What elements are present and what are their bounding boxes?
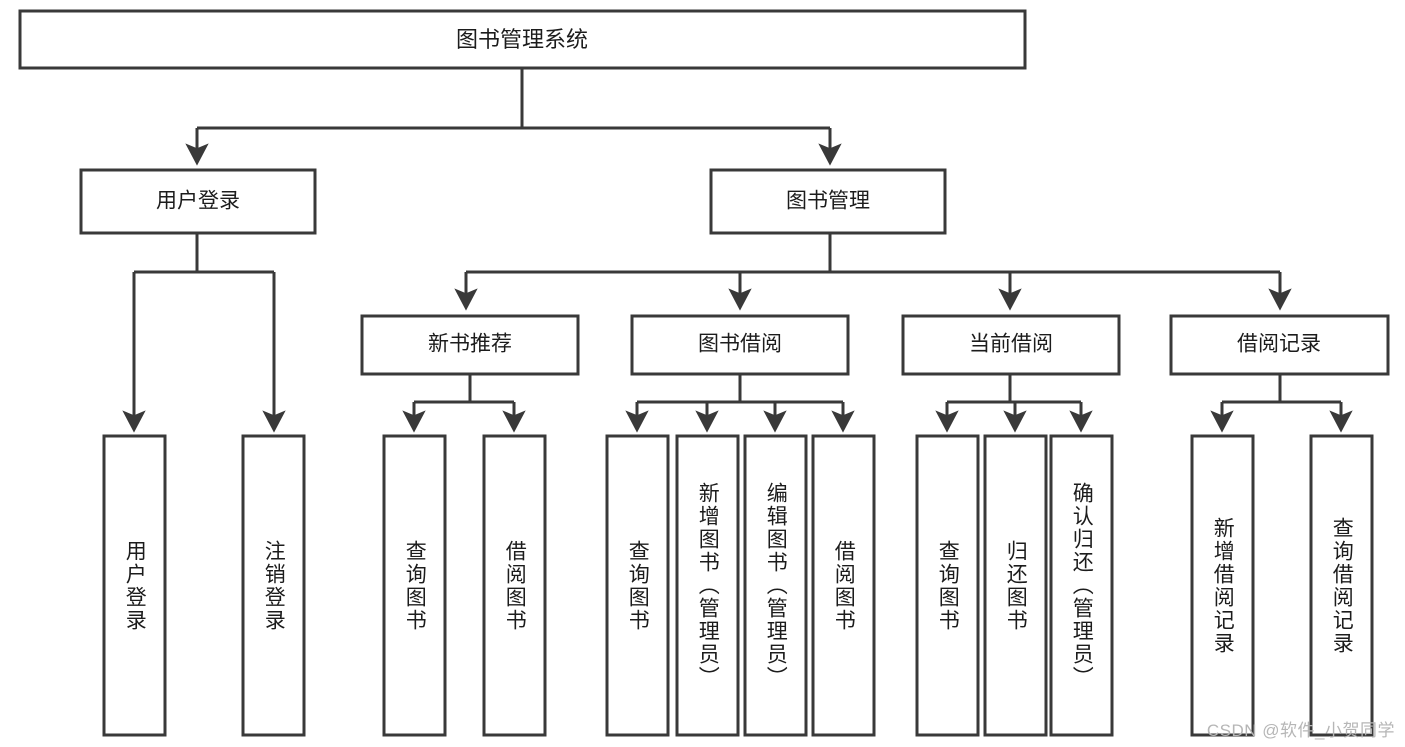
node-book-borrow-box[interactable] bbox=[630, 314, 850, 376]
node-new-book-rec-label: 新书推荐 bbox=[428, 333, 512, 356]
node-leaf-confirm-return-box[interactable] bbox=[1049, 434, 1114, 737]
edge-group bbox=[122, 68, 1353, 433]
node-leaf-query-book-2-box[interactable] bbox=[605, 434, 670, 737]
node-current-borrow-label: 当前借阅 bbox=[969, 333, 1053, 356]
node-user-login-box[interactable] bbox=[79, 168, 317, 235]
node-group: 图书管理系统 用户登录 图书管理 新书推荐 图书借阅 当前借阅 借阅记录 bbox=[18, 9, 1390, 737]
node-leaf-edit-book-box[interactable] bbox=[743, 434, 808, 737]
node-current-borrow-box[interactable] bbox=[901, 314, 1121, 376]
node-book-borrow-label: 图书借阅 bbox=[698, 333, 782, 356]
node-book-manage-label: 图书管理 bbox=[786, 190, 870, 213]
node-new-book-rec-box[interactable] bbox=[360, 314, 580, 376]
node-root-box[interactable] bbox=[18, 9, 1027, 70]
node-borrow-record-label: 借阅记录 bbox=[1237, 333, 1321, 356]
node-leaf-return-book-box[interactable] bbox=[983, 434, 1048, 737]
node-leaf-borrow-book-1-box[interactable] bbox=[482, 434, 547, 737]
node-leaf-query-book-3-box[interactable] bbox=[915, 434, 980, 737]
node-leaf-add-record-box[interactable] bbox=[1190, 434, 1255, 737]
node-leaf-query-book-1-box[interactable] bbox=[382, 434, 447, 737]
node-root-label: 图书管理系统 bbox=[456, 27, 588, 52]
node-book-manage-box[interactable] bbox=[709, 168, 947, 235]
csdn-watermark: CSDN @软件_小贺同学 bbox=[1206, 721, 1395, 740]
node-leaf-logout-box[interactable] bbox=[241, 434, 306, 737]
node-leaf-add-book-box[interactable] bbox=[675, 434, 740, 737]
node-leaf-query-record-box[interactable] bbox=[1309, 434, 1374, 737]
node-borrow-record-box[interactable] bbox=[1169, 314, 1390, 376]
node-leaf-borrow-book-2-box[interactable] bbox=[811, 434, 876, 737]
node-user-login-label: 用户登录 bbox=[156, 190, 240, 213]
node-leaf-user-login-box[interactable] bbox=[102, 434, 167, 737]
